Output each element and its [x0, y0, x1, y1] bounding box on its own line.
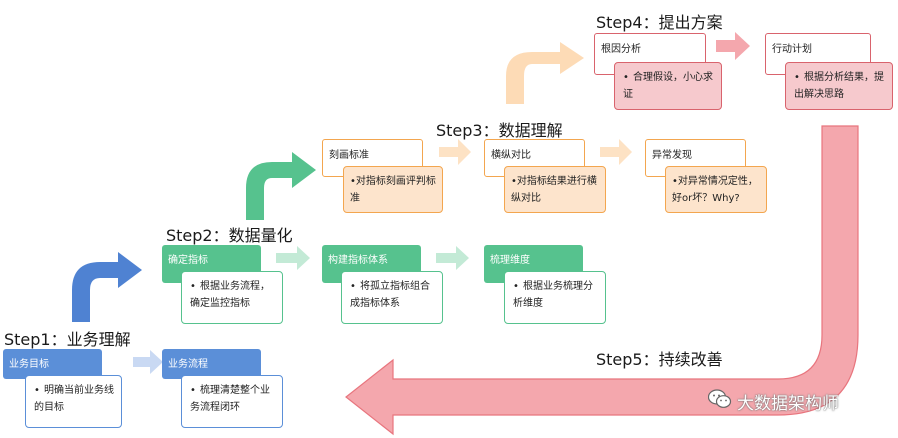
- business-process-header: 业务流程: [162, 349, 261, 379]
- step5-title: Step5：持续改善: [596, 350, 723, 369]
- sort-dimensions-note: •根据业务梳理分析维度: [504, 271, 606, 324]
- step1-to-step2-arrow: [72, 252, 142, 322]
- watermark-text: 大数据架构师: [737, 394, 839, 414]
- action-plan-note: •根据分析结果，提出解决思路: [785, 62, 893, 110]
- define-metric-note: •根据业务流程，确定监控指标: [181, 271, 283, 324]
- depict-standard-note: •对指标刻画评判标准: [343, 166, 443, 213]
- build-metric-system-title: 构建指标体系: [328, 255, 388, 266]
- cross-compare-title: 横纵对比: [491, 150, 531, 161]
- standard-to-compare-arrow: [439, 139, 471, 165]
- bullet: •: [513, 281, 519, 292]
- bullet: •: [623, 72, 629, 83]
- step3-title: Step3：数据理解: [436, 121, 563, 140]
- step1-title: Step1：业务理解: [4, 330, 131, 349]
- anomaly-found-title: 异常发现: [652, 150, 692, 161]
- anomaly-found-note: •对异常情况定性，好or坏？Why?: [665, 166, 767, 213]
- build-metric-system-note-text: 将孤立指标组合成指标体系: [350, 281, 430, 309]
- define-metric-note-text: 根据业务流程，确定监控指标: [190, 281, 270, 309]
- business-goal-title: 业务目标: [9, 359, 49, 370]
- business-goal-header: 业务目标: [3, 349, 102, 379]
- cross-compare-note-text: •对指标结果进行横纵对比: [511, 176, 597, 204]
- build-metric-system-note: •将孤立指标组合成指标体系: [341, 271, 443, 324]
- sort-dimensions-title: 梳理维度: [490, 255, 530, 266]
- action-plan-note-text: 根据分析结果，提出解决思路: [794, 72, 884, 100]
- action-plan-title: 行动计划: [772, 44, 812, 55]
- business-process-title: 业务流程: [168, 359, 208, 370]
- step2-title: Step2：数据量化: [166, 226, 293, 245]
- sort-dimensions-note-text: 根据业务梳理分析维度: [513, 281, 593, 309]
- business-goal-note: •明确当前业务线的目标: [25, 375, 122, 428]
- depict-standard-note-text: •对指标刻画评判标准: [350, 176, 436, 204]
- business-process-note: •梳理清楚整个业务流程闭环: [181, 375, 283, 428]
- anomaly-found-note-text: •对异常情况定性，好or坏？Why?: [672, 176, 758, 204]
- metric-to-system-arrow: [276, 246, 310, 270]
- root-cause-title: 根因分析: [601, 44, 641, 55]
- root-cause-note: •合理假设，小心求证: [614, 62, 722, 110]
- step4-title: Step4：提出方案: [596, 13, 723, 32]
- depict-standard-title: 刻画标准: [329, 150, 369, 161]
- root-cause-note-text: 合理假设，小心求证: [623, 72, 713, 100]
- business-process-note-text: 梳理清楚整个业务流程闭环: [190, 385, 270, 413]
- step2-to-step3-arrow: [246, 152, 316, 220]
- continuous-improvement-arrow: [345, 125, 859, 436]
- wechat-icon: [707, 388, 732, 410]
- step3-to-step4-arrow: [506, 42, 584, 104]
- bullet: •: [190, 281, 196, 292]
- bullet: •: [350, 281, 356, 292]
- goal-to-process-arrow: [133, 350, 163, 374]
- bullet: •: [794, 72, 800, 83]
- define-metric-title: 确定指标: [168, 255, 208, 266]
- bullet: •: [34, 385, 40, 396]
- cross-compare-note: •对指标结果进行横纵对比: [504, 166, 606, 213]
- bullet: •: [190, 385, 196, 396]
- rootcause-to-action-arrow: [716, 32, 750, 60]
- compare-to-anomaly-arrow: [600, 139, 632, 165]
- system-to-dimension-arrow: [436, 246, 469, 270]
- business-goal-note-text: 明确当前业务线的目标: [34, 385, 114, 413]
